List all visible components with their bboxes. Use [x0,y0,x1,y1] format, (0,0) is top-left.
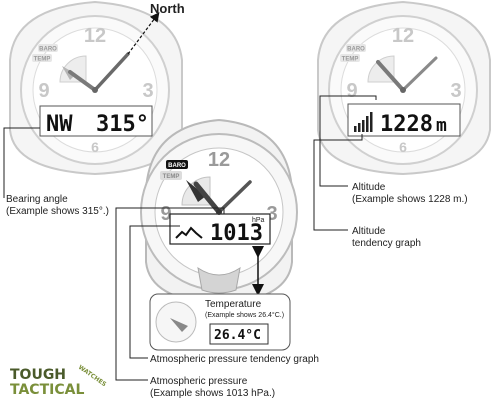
temperature-example: (Example shows 26.4°C.) [205,311,284,319]
bearing-callout-line [3,127,40,198]
temperature-inset-pointer [170,318,188,332]
baro-label: BARO [39,47,57,53]
lcd-bearing: 315° [96,112,149,137]
watch-center-minute-hand [217,180,252,214]
lcd-pressure-unit: hPa [252,217,265,224]
dial-number-12: 12 [392,25,414,47]
watch-right-minute-hand [401,56,438,92]
baro-label: BARO [168,163,186,169]
north-arrow [127,12,160,55]
altitude-example: (Example shows 1228 m.) [352,194,468,205]
dial-number-6: 6 [91,139,99,155]
watch-right-baro-tag [346,44,366,52]
bearing-example: (Example shows 315°.) [6,206,109,217]
dial-number-3: 3 [142,80,153,102]
altitude-graph-bar [366,116,369,132]
temp-label: TEMP [342,57,359,63]
baro-label: BARO [347,47,365,53]
dial-number-6: 6 [399,139,407,155]
temperature-title: Temperature [205,299,262,310]
watch-left: 12 9 3 BARO TEMP NW 315° 6 North [9,0,185,176]
altitude-graph-callout-line [313,134,363,231]
altitude-graph-bar [354,126,357,132]
altitude-graph-bar [358,123,361,132]
callout-lines [3,95,377,381]
pressure-title: Atmospheric pressure [150,376,248,387]
watch-left-compass-needle [93,52,130,92]
lcd-pressure: 1013 [210,221,263,246]
watch-left-lcd [39,105,153,137]
temp-label: TEMP [34,57,51,63]
temp-label: TEMP [163,174,180,180]
altitude-title: Altitude [352,182,386,193]
pressure-graph-callout-line [129,225,180,359]
dial-number-9: 9 [160,203,171,225]
altitude-graph-label-line2: tendency graph [352,238,421,249]
lcd-altitude-unit: m [436,115,447,136]
watch-left-hub [92,87,98,93]
altitude-graph-label-line1: Altitude [352,226,386,237]
pressure-callout-line [115,207,225,381]
watch-center-baro-tag [166,160,188,169]
watch-left-temp-tag [32,54,52,62]
lcd-direction: NW [46,112,73,137]
pressure-tendency-graph [175,226,203,239]
temperature-lcd [209,323,269,345]
altitude-callout-line [319,95,377,187]
dial-number-12: 12 [208,149,230,171]
altitude-graph-bar [362,120,365,132]
temperature-inset: Temperature (Example shows 26.4°C.) 26.4… [149,293,291,351]
altitude-tendency-graph [354,112,373,132]
dial-number-3: 3 [450,80,461,102]
north-label: North [150,1,185,16]
pressure-example: (Example shows 1013 hPa.) [150,388,275,399]
watch-left-baro-tag [38,44,58,52]
watch-right: 12 9 3 BARO TEMP 1228 m 6 [317,0,491,176]
watch-center-hub [216,209,222,215]
callout-text: Bearing angle (Example shows 315°.) Alti… [6,182,468,399]
watch-left-subdial [59,55,87,83]
watch-center-baro-pointer [186,180,206,202]
dial-number-12: 12 [84,25,106,47]
watch-right-hub [400,87,406,93]
tough-tactical-logo: TOUGH TACTICAL WATCHES [10,364,107,398]
logo-tough: TOUGH [10,367,66,383]
lcd-altitude: 1228 [380,112,433,137]
logo-tactical: TACTICAL [10,382,84,398]
altitude-graph-bar [370,112,373,132]
bearing-title: Bearing angle [6,194,68,205]
watch-center: 12 9 3 BARO TEMP 1013 hPa [140,118,298,306]
dial-number-9: 9 [38,80,49,102]
watch-left-hour-hand [68,70,97,92]
temperature-value: 26.4°C [214,328,261,343]
pressure-graph-label: Atmospheric pressure tendency graph [150,354,319,365]
watch-right-temp-tag [340,54,360,62]
dial-number-9: 9 [346,80,357,102]
watch-center-lcd [169,213,271,245]
watch-right-hour-hand [376,60,405,92]
watch-center-crown-bottom [197,266,241,294]
watch-center-temp-tag [160,171,182,180]
dial-number-3: 3 [266,203,277,225]
watch-center-hour-hand [193,181,222,215]
